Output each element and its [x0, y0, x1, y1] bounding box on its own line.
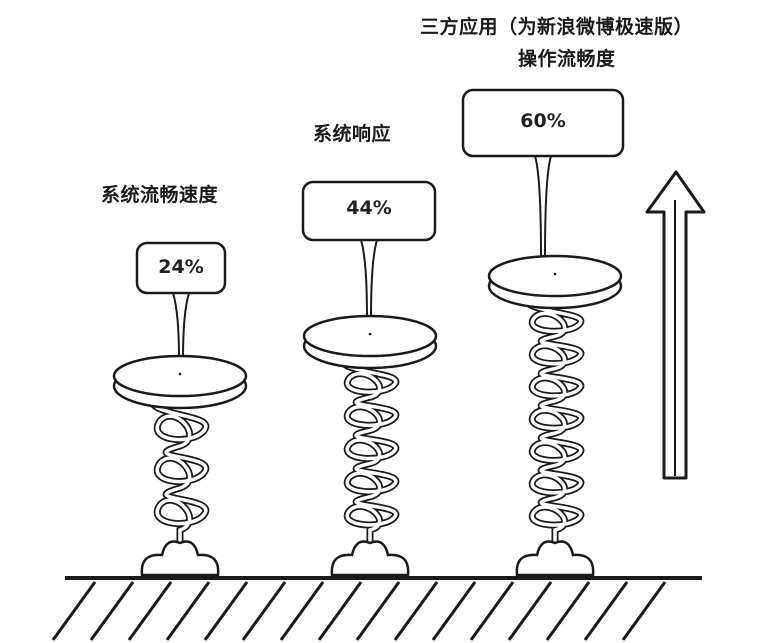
sign-stem [534, 155, 552, 259]
ground-hatch [317, 581, 363, 641]
seat-dot [368, 332, 372, 336]
seat-top [302, 314, 438, 358]
ground-hatch [469, 581, 515, 641]
value-third-party: 60% [520, 110, 566, 132]
ground-hatch [51, 581, 97, 641]
label-third-party-line1: 三方应用（为新浪微博极速版） [420, 16, 694, 38]
sign-box [135, 241, 227, 295]
ground-hatch [127, 581, 173, 641]
value-system-response: 44% [346, 197, 392, 219]
sign-box [301, 180, 437, 242]
stool-foot [515, 540, 595, 577]
sign-stem [172, 292, 190, 359]
stool-foot [140, 540, 220, 577]
spring-inner [340, 352, 398, 550]
ground-hatch [393, 581, 439, 641]
value-system-smoothness: 24% [158, 256, 204, 278]
ground-hatch [165, 581, 211, 641]
ground-hatch [355, 581, 401, 641]
seat-dot [553, 272, 557, 276]
sign-box [461, 88, 625, 158]
spring-inner [150, 392, 208, 550]
seat-top [487, 254, 623, 298]
ground-hatch [621, 581, 667, 641]
ground-hatch [583, 581, 629, 641]
ground-hatch [431, 581, 477, 641]
label-system-smoothness: 系统流畅速度 [101, 184, 219, 206]
seat-dot [178, 372, 182, 376]
stool-foot [330, 540, 410, 577]
label-system-response: 系统响应 [313, 123, 392, 145]
ground-hatch [203, 581, 249, 641]
ground-hatch [545, 581, 591, 641]
spring-inner [525, 292, 583, 550]
sign-stem [360, 239, 378, 319]
ground-hatch [279, 581, 325, 641]
seat-top [112, 354, 248, 398]
ground-hatch [507, 581, 553, 641]
ground-hatch [89, 581, 135, 641]
label-third-party-line2: 操作流畅度 [518, 48, 616, 70]
ground-hatch [241, 581, 287, 641]
